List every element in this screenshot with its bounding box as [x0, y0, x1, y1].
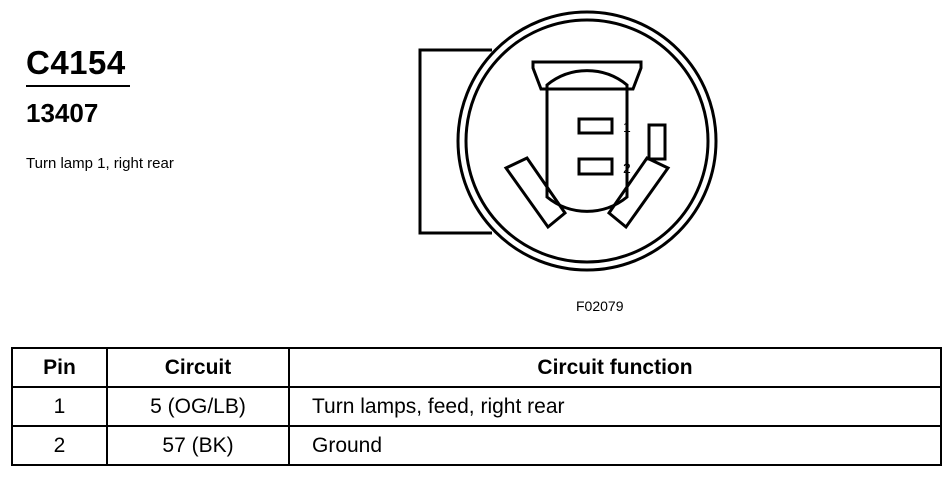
- latch-notch: [647, 123, 667, 161]
- header-circuit-function: Circuit function: [288, 347, 942, 388]
- connector-outer-ring: [456, 10, 718, 272]
- header-pin: Pin: [11, 347, 108, 388]
- cell-function: Ground: [288, 425, 942, 466]
- connector-inner-ring: [464, 18, 710, 264]
- part-number: 13407: [26, 98, 99, 128]
- cell-function: Turn lamps, feed, right rear: [288, 386, 942, 427]
- pin-2-label: 2: [623, 160, 631, 176]
- connector-key-left: [503, 156, 568, 230]
- table-row: 1 5 (OG/LB) Turn lamps, feed, right rear: [11, 386, 942, 427]
- cell-circuit: 5 (OG/LB): [106, 386, 290, 427]
- cell-pin: 2: [11, 425, 108, 466]
- table-row: 2 57 (BK) Ground: [11, 425, 942, 466]
- connector-key-right: [606, 156, 671, 230]
- connector-id: C4154: [26, 44, 126, 81]
- connector-description: Turn lamp 1, right rear: [26, 155, 174, 172]
- connector-face: [545, 69, 629, 213]
- connector-key-top: [531, 60, 643, 91]
- connector-housing-tab: [418, 48, 492, 235]
- pin-1-label: 1: [623, 119, 631, 135]
- title-underline: [26, 85, 130, 87]
- figure-code: F02079: [576, 298, 624, 314]
- header-circuit: Circuit: [106, 347, 290, 388]
- pin-1-terminal: [577, 117, 614, 135]
- table-header-row: Pin Circuit Circuit function: [11, 347, 942, 388]
- pin-table: Pin Circuit Circuit function 1 5 (OG/LB)…: [11, 347, 942, 466]
- cell-circuit: 57 (BK): [106, 425, 290, 466]
- pin-2-terminal: [577, 157, 614, 176]
- cell-pin: 1: [11, 386, 108, 427]
